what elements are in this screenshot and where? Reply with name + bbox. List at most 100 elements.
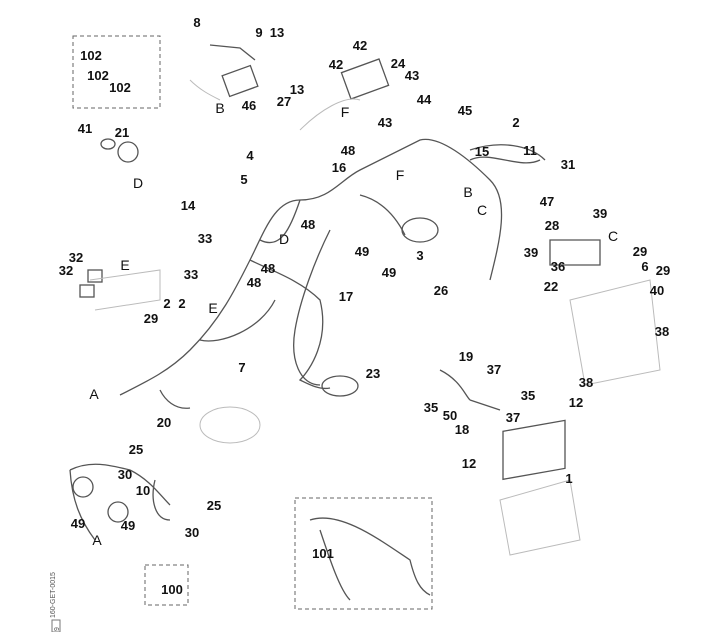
callout-48: 48 bbox=[301, 217, 315, 232]
callout-49: 49 bbox=[355, 244, 369, 259]
callout-19: 19 bbox=[459, 349, 473, 364]
connector-letter-b: B bbox=[215, 100, 224, 116]
callout-38: 38 bbox=[579, 375, 593, 390]
callout-35: 35 bbox=[424, 400, 438, 415]
connector-letter-a: A bbox=[92, 532, 102, 548]
inset-box-102 bbox=[72, 35, 161, 109]
callout-33: 33 bbox=[198, 231, 212, 246]
callout-11: 11 bbox=[523, 143, 537, 158]
callout-6: 6 bbox=[641, 259, 648, 274]
callout-9: 9 bbox=[255, 25, 262, 40]
connector-letter-c: C bbox=[608, 228, 618, 244]
callout-14: 14 bbox=[181, 198, 196, 213]
connector-letter-e: E bbox=[208, 300, 217, 316]
callout-23: 23 bbox=[366, 366, 380, 381]
callout-29: 29 bbox=[656, 263, 670, 278]
callout-47: 47 bbox=[540, 194, 554, 209]
callout-42: 42 bbox=[353, 38, 367, 53]
callout-102: 102 bbox=[80, 48, 102, 63]
callout-8: 8 bbox=[193, 15, 200, 30]
callout-17: 17 bbox=[339, 289, 353, 304]
callout-10: 10 bbox=[136, 483, 150, 498]
callout-30: 30 bbox=[185, 525, 199, 540]
main-harness bbox=[119, 138, 503, 396]
callout-50: 50 bbox=[443, 408, 457, 423]
callout-49: 49 bbox=[121, 518, 135, 533]
callout-20: 20 bbox=[157, 415, 171, 430]
callout-26: 26 bbox=[434, 283, 448, 298]
callout-4: 4 bbox=[246, 148, 254, 163]
callout-25: 25 bbox=[129, 442, 143, 457]
callout-49: 49 bbox=[71, 516, 85, 531]
callout-29: 29 bbox=[633, 244, 647, 259]
callout-16: 16 bbox=[332, 160, 346, 175]
callout-2: 2 bbox=[178, 296, 185, 311]
callout-30: 30 bbox=[118, 467, 132, 482]
callout-31: 31 bbox=[561, 157, 575, 172]
connector-letter-e: E bbox=[120, 257, 129, 273]
callout-12: 12 bbox=[569, 395, 583, 410]
callout-29: 29 bbox=[144, 311, 158, 326]
callout-37: 37 bbox=[506, 410, 520, 425]
callout-1: 1 bbox=[565, 471, 572, 486]
callout-45: 45 bbox=[458, 103, 472, 118]
callout-48: 48 bbox=[261, 261, 275, 276]
connector-letter-a: A bbox=[89, 386, 99, 402]
inset-box-101 bbox=[294, 497, 433, 610]
page-marker: 9 bbox=[54, 627, 61, 631]
callout-38: 38 bbox=[655, 324, 669, 339]
callout-46: 46 bbox=[242, 98, 256, 113]
connector-letter-f: F bbox=[396, 167, 405, 183]
callout-48: 48 bbox=[247, 275, 261, 290]
callout-39: 39 bbox=[593, 206, 607, 221]
callout-37: 37 bbox=[487, 362, 501, 377]
callout-7: 7 bbox=[238, 360, 245, 375]
callout-28: 28 bbox=[545, 218, 559, 233]
callout-43: 43 bbox=[378, 115, 392, 130]
inset-box-100 bbox=[144, 564, 189, 606]
callout-27: 27 bbox=[277, 94, 291, 109]
callout-12: 12 bbox=[462, 456, 476, 471]
callout-48: 48 bbox=[341, 143, 355, 158]
callout-41: 41 bbox=[78, 121, 92, 136]
reference-code: 160-GET-0015 bbox=[50, 572, 57, 618]
callout-36: 36 bbox=[551, 259, 565, 274]
callout-13: 13 bbox=[270, 25, 284, 40]
callout-42: 42 bbox=[329, 57, 343, 72]
callout-102: 102 bbox=[87, 68, 109, 83]
callout-40: 40 bbox=[650, 283, 664, 298]
callout-102: 102 bbox=[109, 80, 131, 95]
callout-15: 15 bbox=[475, 144, 489, 159]
callout-49: 49 bbox=[382, 265, 396, 280]
connector-letter-b: B bbox=[463, 184, 472, 200]
callout-101: 101 bbox=[312, 546, 334, 561]
callout-100: 100 bbox=[161, 582, 183, 597]
callout-24: 24 bbox=[391, 56, 406, 71]
callout-3: 3 bbox=[416, 248, 423, 263]
callout-32: 32 bbox=[59, 263, 73, 278]
callout-13: 13 bbox=[290, 82, 304, 97]
harness-drawing bbox=[69, 44, 661, 601]
callout-18: 18 bbox=[455, 422, 469, 437]
callout-25: 25 bbox=[207, 498, 221, 513]
callout-2: 2 bbox=[512, 115, 519, 130]
callout-22: 22 bbox=[544, 279, 558, 294]
connector-letter-d: D bbox=[133, 175, 143, 191]
callout-2: 2 bbox=[163, 296, 170, 311]
callout-33: 33 bbox=[184, 267, 198, 282]
callout-32: 32 bbox=[69, 250, 83, 265]
callout-43: 43 bbox=[405, 68, 419, 83]
connector-letter-c: C bbox=[477, 202, 487, 218]
connector-letter-d: D bbox=[279, 231, 289, 247]
connector-letter-f: F bbox=[341, 104, 350, 120]
callout-5: 5 bbox=[240, 172, 247, 187]
inset-boxes bbox=[51, 35, 433, 632]
page-marker-box bbox=[51, 619, 61, 632]
callout-35: 35 bbox=[521, 388, 535, 403]
callout-21: 21 bbox=[115, 125, 129, 140]
callout-44: 44 bbox=[417, 92, 432, 107]
callout-39: 39 bbox=[524, 245, 538, 260]
